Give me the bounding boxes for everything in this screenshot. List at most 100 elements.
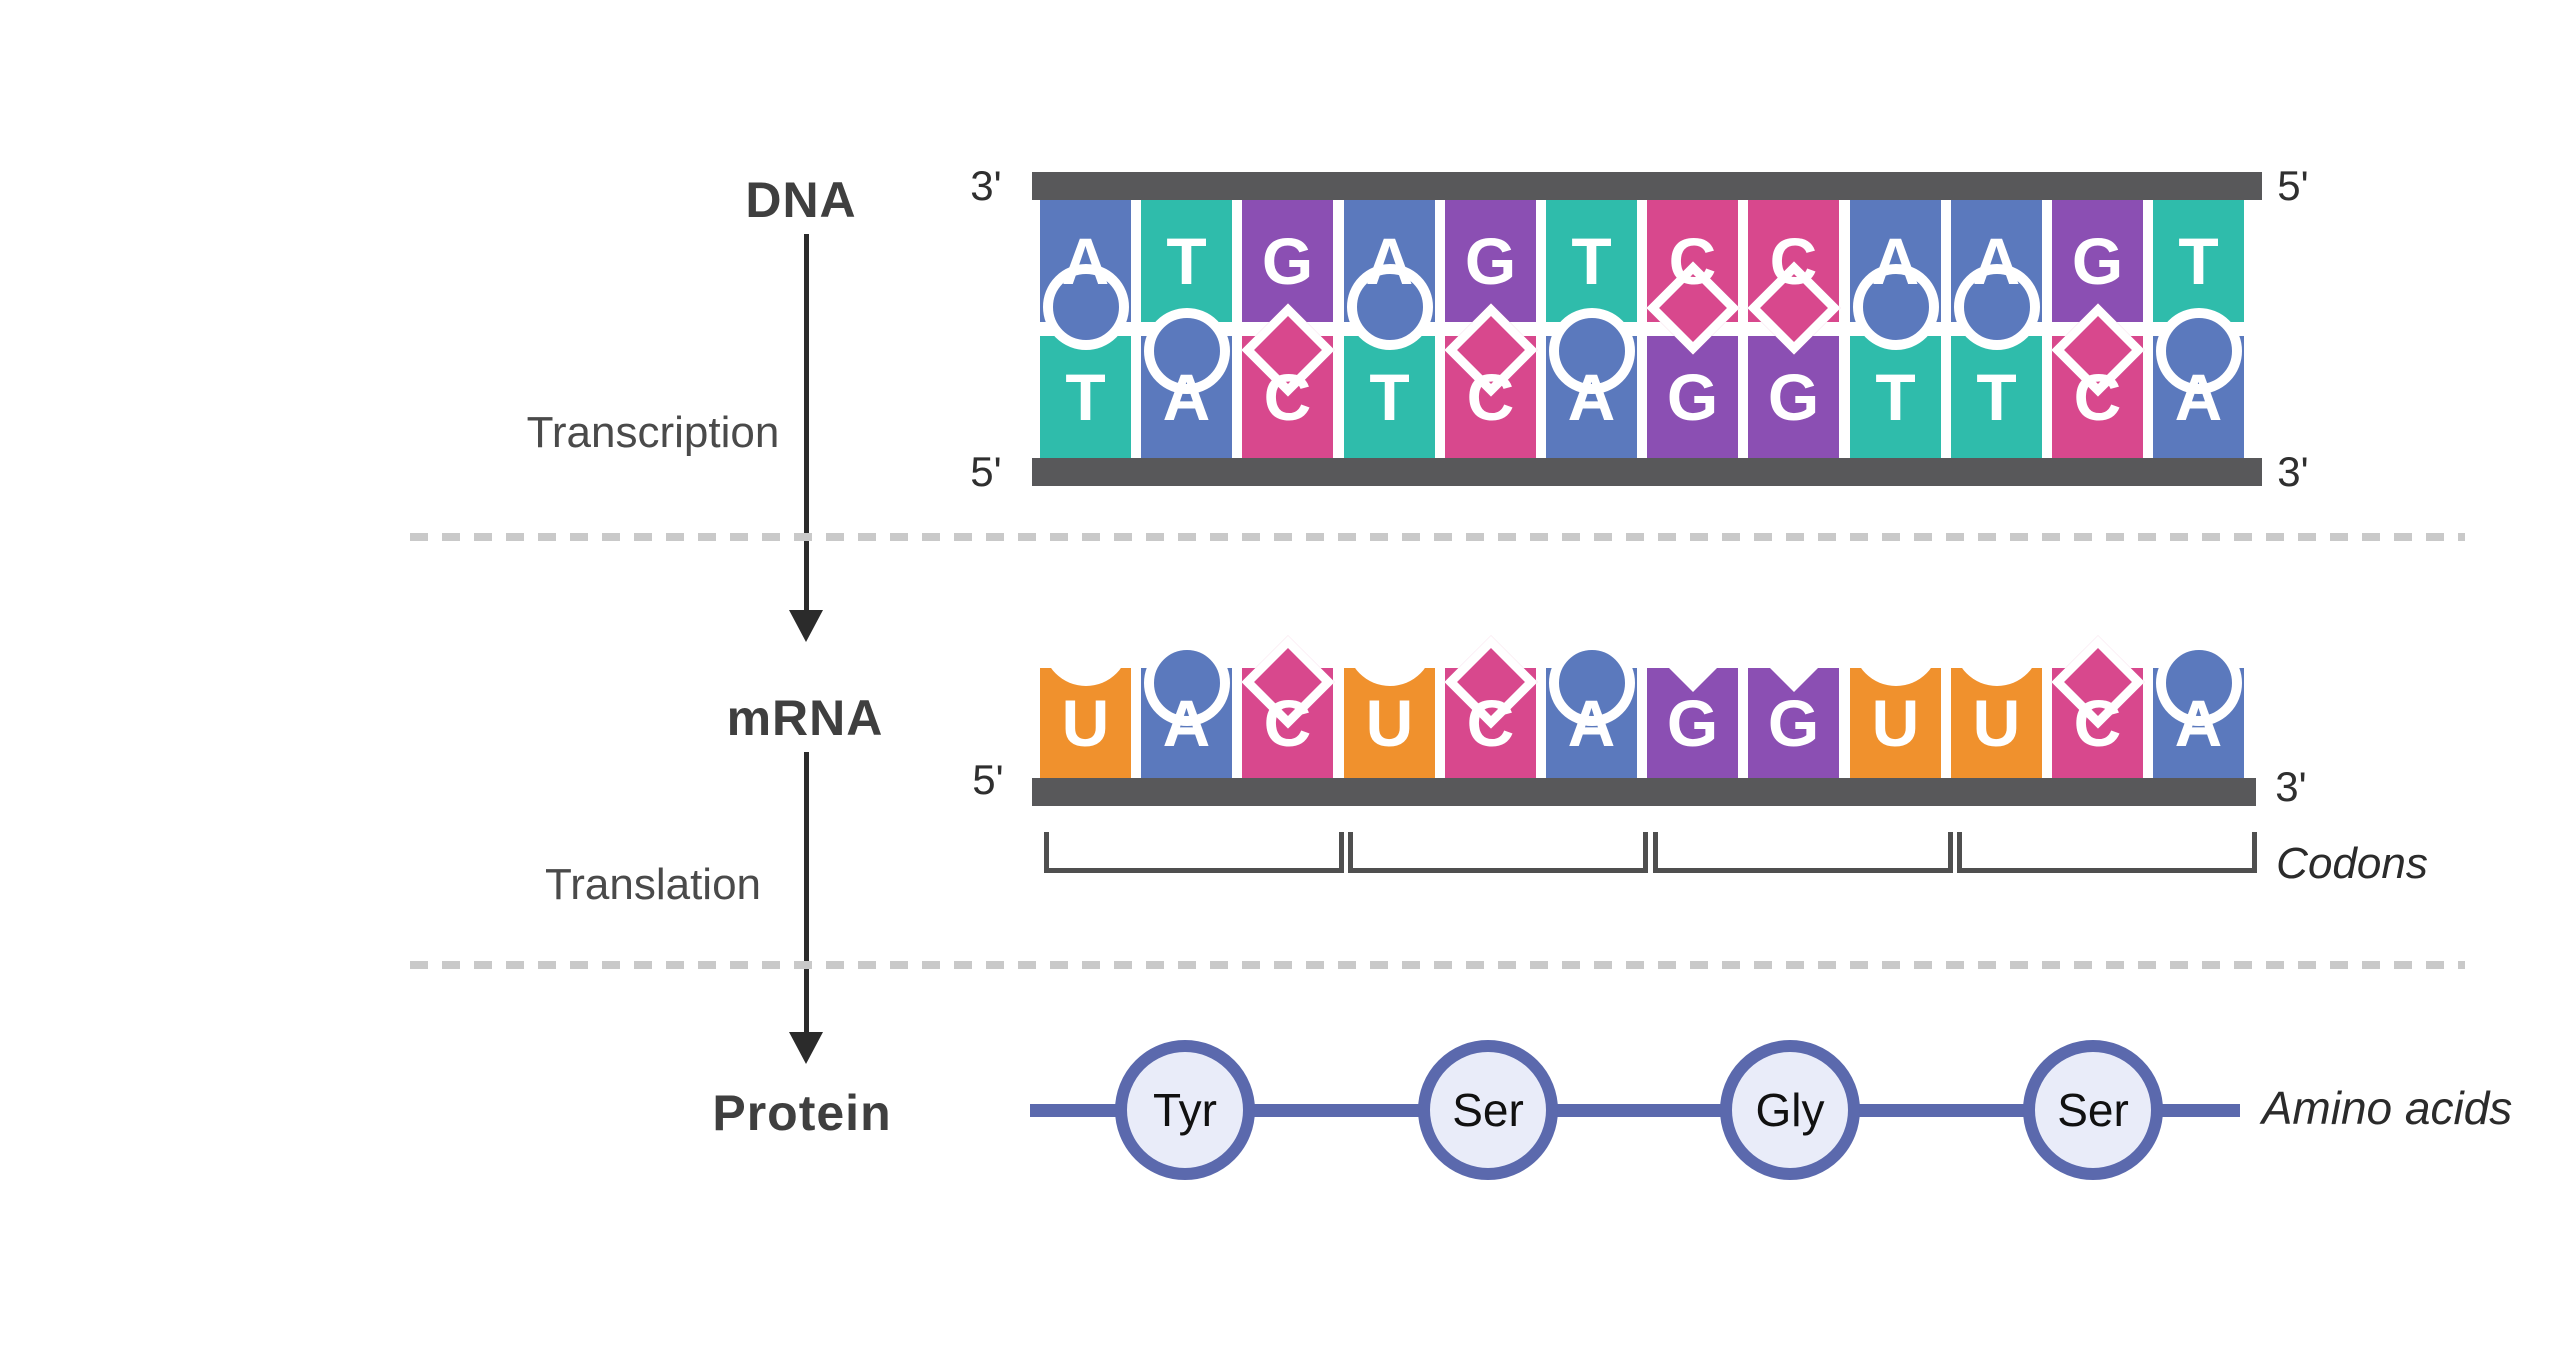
separator-dashed-line-bottom [410,961,2465,969]
amino-acid-label: Tyr [1153,1084,1217,1136]
base-letter: U [1972,686,2021,760]
nucleotide-tile-T: T [1951,336,2042,458]
base-letter: G [1666,686,1719,760]
nucleotide-tile-G: G [1748,336,1839,458]
nucleotide-tile-A: A [2153,308,2244,458]
dna-bottom-left-prime-label: 5' [970,448,1002,495]
mrna-backbone-bar [1032,778,2256,806]
transcription-label: Transcription [526,408,780,457]
dna-bottom-backbone-bar [1032,458,2262,486]
dome-connector-icon [1953,264,2040,350]
transcription-arrowhead-icon [789,610,823,642]
nucleotide-tile-T: T [2153,200,2244,322]
nucleotide-tile-G: G [1748,609,1839,778]
dome-connector-icon [1852,264,1939,350]
protein-label: Protein [712,1085,892,1141]
nucleotide-tile-T: T [1546,200,1637,322]
base-letter: T [1369,360,1410,434]
nucleotide-tile-T: T [1141,200,1232,322]
base-letter: C [1263,360,1312,434]
base-letter: G [1666,360,1719,434]
base-letter: C [2073,360,2122,434]
base-letter: C [1263,686,1312,760]
amino-acid-label: Ser [2057,1084,2129,1136]
base-letter: U [1061,686,1110,760]
base-letter: T [1166,224,1207,298]
base-letter: G [1261,224,1314,298]
nucleotide-tile-A: A [1546,640,1637,778]
nucleotide-tile-A: A [1546,308,1637,458]
codon-bracket [1957,832,2257,873]
mrna-label: mRNA [726,690,884,746]
base-letter: A [1162,686,1211,760]
nucleotide-tile-A: A [2153,640,2244,778]
base-letter: U [1871,686,1920,760]
v-notch-icon [1651,609,1734,693]
nucleotide-tile-C: C [1240,303,1335,458]
nucleotide-tile-A: A [1141,640,1232,778]
translation-arrowhead-icon [789,1032,823,1064]
dna-top-right-prime-label: 5' [2277,162,2309,209]
amino-acids-label: Amino acids [2261,1082,2513,1134]
nucleotide-tile-G: G [1445,200,1536,322]
nucleotide-tile-U: U [1951,600,2042,778]
amino-acid-label: Ser [1452,1084,1524,1136]
base-letter: C [1466,686,1515,760]
nucleotide-tile-C: C [1645,200,1740,355]
codon-bracket [1653,832,1953,873]
v-notch-icon [1752,609,1835,693]
nucleotide-tile-C: C [1746,200,1841,355]
arc-notch-icon [1346,600,1433,686]
base-letter: A [1567,360,1616,434]
base-letter: T [1065,360,1106,434]
dome-connector-icon [1042,264,1129,350]
nucleotide-tile-C: C [1443,303,1538,458]
base-letter: A [1972,224,2021,298]
base-letter: T [1571,224,1612,298]
dome-connector-icon [1548,640,1635,726]
base-letter: G [1767,686,1820,760]
dome-connector-icon [1143,308,1230,394]
base-letter: T [1976,360,2017,434]
translation-label: Translation [544,860,762,909]
base-letter: G [1767,360,1820,434]
base-letter: C [1769,224,1818,298]
dna-bottom-right-prime-label: 3' [2277,448,2309,495]
base-letter: C [1668,224,1717,298]
nucleotide-tile-C: C [1443,635,1538,778]
codons-label: Codons [2276,839,2428,888]
nucleotide-tile-A: A [1141,308,1232,458]
nucleotide-tile-C: C [2050,303,2145,458]
amino-acid-node: Gly [1720,1040,1860,1180]
dome-connector-icon [2155,640,2242,726]
nucleotide-tile-G: G [1647,336,1738,458]
base-letter: A [1365,224,1414,298]
transcription-arrow-line [804,234,809,610]
arc-notch-icon [1953,600,2040,686]
base-letter: A [1162,360,1211,434]
dome-connector-icon [2155,308,2242,394]
dome-connector-icon [1548,308,1635,394]
amino-acid-node: Tyr [1115,1040,1255,1180]
base-letter: A [1871,224,1920,298]
nucleotide-tile-C: C [2050,635,2145,778]
nucleotide-tile-U: U [1040,600,1131,778]
nucleotide-tile-T: T [1040,336,1131,458]
nucleotide-tile-G: G [1242,200,1333,322]
codon-bracket [1044,832,1344,873]
nucleotide-tile-U: U [1850,600,1941,778]
base-letter: U [1365,686,1414,760]
base-letter: G [1464,224,1517,298]
arc-notch-icon [1852,600,1939,686]
nucleotide-tile-C: C [1240,635,1335,778]
protein-chain-line [1030,1104,2240,1117]
base-letter: A [1061,224,1110,298]
base-letter: A [2174,686,2223,760]
amino-acid-node: Ser [1418,1040,1558,1180]
dome-connector-icon [1346,264,1433,350]
nucleotide-tile-A: A [1040,200,1131,350]
mrna-right-prime-label: 3' [2275,763,2307,810]
separator-dashed-line-top [410,533,2465,541]
nucleotide-tile-U: U [1344,600,1435,778]
